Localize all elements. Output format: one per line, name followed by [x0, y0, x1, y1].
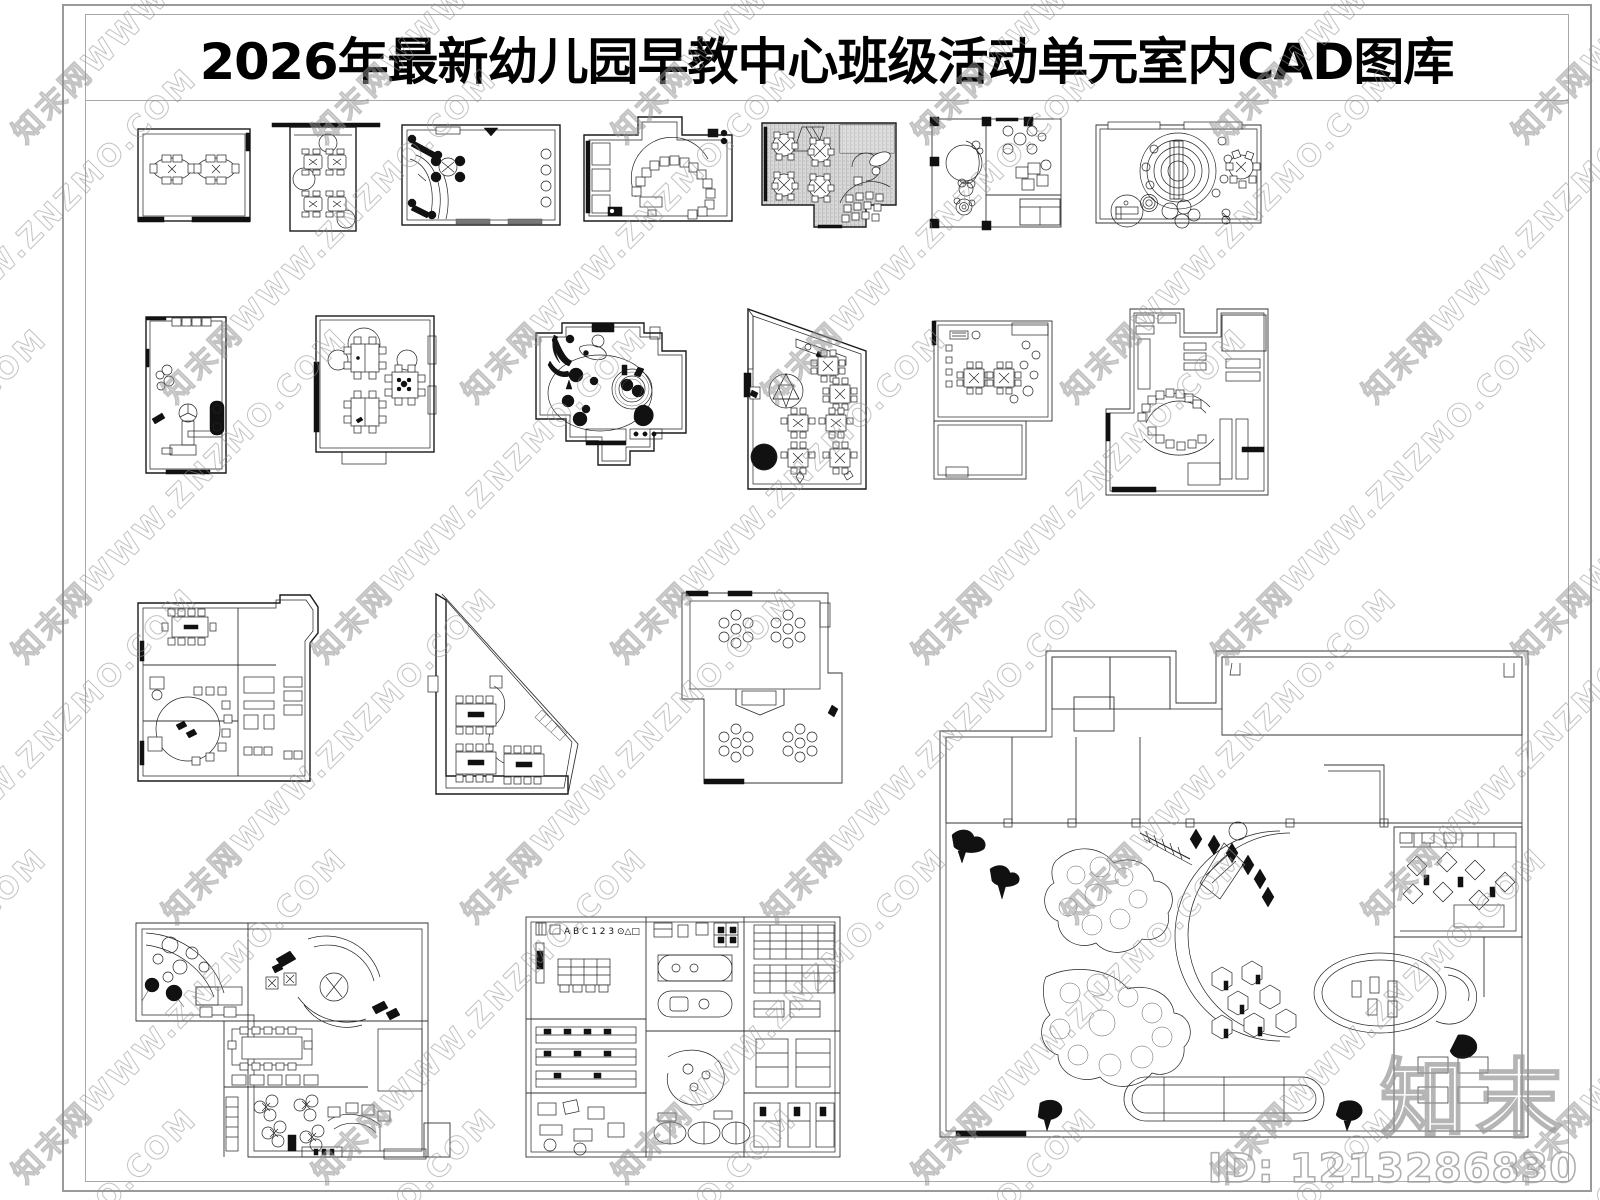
drawing-dwg-03[interactable]: [396, 119, 566, 234]
drawing-dwg-13[interactable]: [1092, 299, 1277, 504]
drawing-dwg-10[interactable]: [526, 301, 696, 481]
drawing-dwg-07[interactable]: [1086, 115, 1271, 235]
drawing-dwg-17[interactable]: [924, 637, 1544, 1169]
drawing-dwg-09[interactable]: [308, 306, 443, 466]
drawing-dwg-06[interactable]: [924, 111, 1069, 236]
drawing-dwg-08[interactable]: [136, 309, 236, 481]
drawing-dwg-19[interactable]: A B C 1 2 3 ⊙△□: [518, 907, 848, 1165]
drawing-dwg-14[interactable]: [128, 581, 343, 801]
drawing-label-abc: A B C 1 2 3 ⊙△□: [564, 927, 640, 937]
drawing-dwg-12[interactable]: [916, 311, 1066, 486]
drawing-dwg-11[interactable]: [726, 299, 876, 499]
drawing-dwg-18[interactable]: [128, 911, 458, 1163]
drawing-dwg-16[interactable]: [676, 579, 856, 794]
drawing-dwg-01[interactable]: [130, 121, 260, 231]
title-block: 2026年最新幼儿园早教中心班级活动单元室内CAD图库: [86, 15, 1568, 101]
drawings-plate: A B C 1 2 3 ⊙△□: [86, 101, 1568, 1182]
drawing-dwg-15[interactable]: [416, 576, 596, 811]
page-title: 2026年最新幼儿园早教中心班级活动单元室内CAD图库: [200, 32, 1455, 91]
sheet-frame-outer: [62, 4, 1592, 1192]
drawing-dwg-05[interactable]: [754, 115, 904, 235]
drawing-dwg-02[interactable]: [266, 111, 386, 236]
sheet-frame-inner: [85, 14, 1569, 1182]
drawing-dwg-04[interactable]: [578, 111, 738, 233]
